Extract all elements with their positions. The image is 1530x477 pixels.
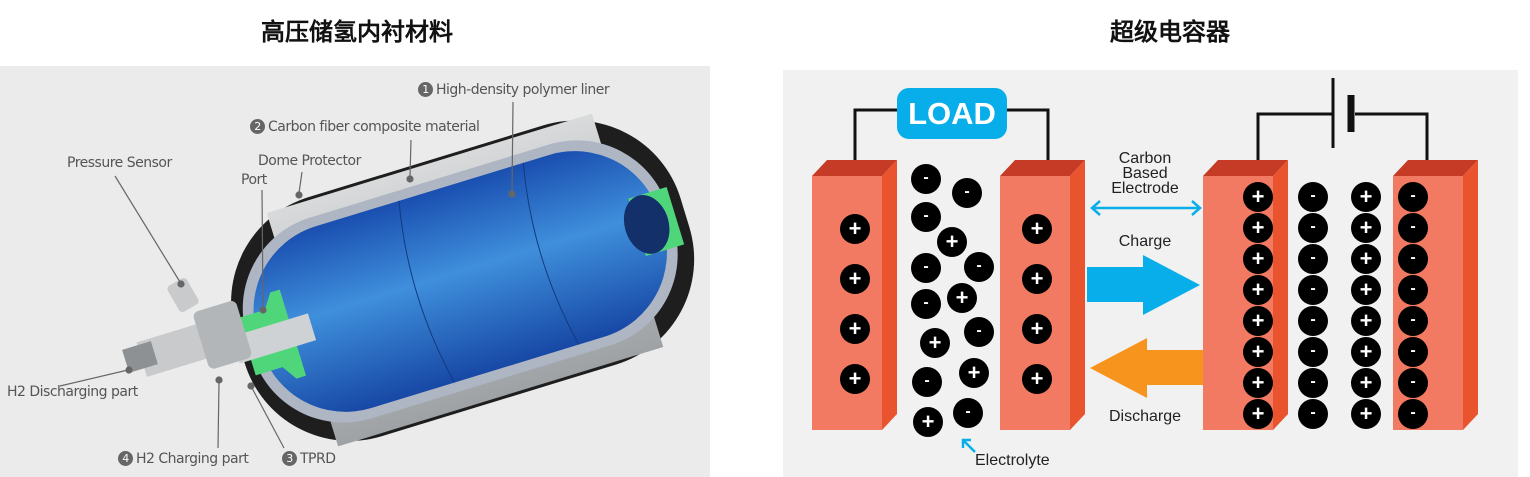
electrode-label-line: Electrode <box>1111 180 1179 197</box>
negative-ion: - <box>1298 399 1328 429</box>
negative-ion: - <box>912 367 942 397</box>
charge-arrow <box>1087 255 1200 315</box>
discharge-arrow <box>1090 338 1203 398</box>
positive-ion: + <box>1243 244 1273 274</box>
positive-ion: + <box>1351 244 1381 274</box>
number-badge: 2 <box>250 119 265 134</box>
left-title: 高压储氢内衬材料 <box>261 18 453 46</box>
negative-ion: - <box>1398 399 1428 429</box>
positive-ion: + <box>1022 214 1052 244</box>
negative-ion: - <box>964 317 994 347</box>
positive-ion: + <box>1243 275 1273 305</box>
negative-ion: - <box>964 252 994 282</box>
negative-ion: - <box>1398 275 1428 305</box>
positive-ion: + <box>1022 364 1052 394</box>
negative-ion: - <box>1398 368 1428 398</box>
label-text: H2 Charging part <box>136 451 249 467</box>
negative-ion: - <box>911 253 941 283</box>
negative-ion: - <box>1298 337 1328 367</box>
label-port: Port <box>241 172 267 188</box>
hydrogen-tank-illustration <box>59 101 695 449</box>
negative-ion: - <box>1398 337 1428 367</box>
charge-label: Charge <box>1118 233 1172 250</box>
positive-ion: + <box>1351 337 1381 367</box>
positive-ion: + <box>1351 182 1381 212</box>
positive-ion: + <box>840 264 870 294</box>
electrolyte-label: Electrolyte <box>975 452 1050 469</box>
negative-ion: - <box>1298 213 1328 243</box>
positive-ion: + <box>1351 275 1381 305</box>
positive-ion: + <box>1243 306 1273 336</box>
positive-ion: + <box>1351 213 1381 243</box>
negative-ion: - <box>1398 213 1428 243</box>
label-h2-discharging: H2 Discharging part <box>7 384 138 400</box>
number-badge: 1 <box>418 82 433 97</box>
positive-ion: + <box>1243 399 1273 429</box>
battery-wire-left <box>1256 112 1333 165</box>
label-dome-protector: Dome Protector <box>258 153 361 169</box>
negative-ion: - <box>1298 244 1328 274</box>
positive-ion: + <box>920 328 950 358</box>
load-wire-right <box>1007 108 1050 165</box>
number-badge: 4 <box>118 451 133 466</box>
label-text: Carbon fiber composite material <box>268 119 480 135</box>
electrode-label: Carbon Based Electrode <box>1095 150 1195 197</box>
positive-ion: + <box>1243 368 1273 398</box>
negative-ion: - <box>952 178 982 208</box>
positive-ion: + <box>1022 314 1052 344</box>
discharge-label: Discharge <box>1108 408 1182 425</box>
negative-ion: - <box>1398 182 1428 212</box>
negative-ion: - <box>1298 182 1328 212</box>
positive-ion: + <box>1243 182 1273 212</box>
label-text: TPRD <box>300 451 336 467</box>
electrode-label-line: Carbon <box>1118 150 1172 167</box>
negative-ion: - <box>1298 275 1328 305</box>
electrode-label-line: Based <box>1122 165 1168 182</box>
negative-ion: - <box>1298 368 1328 398</box>
battery-wire-right <box>1355 112 1429 165</box>
positive-ion: + <box>1022 264 1052 294</box>
positive-ion: + <box>1351 306 1381 336</box>
positive-ion: + <box>959 358 989 388</box>
number-badge: 3 <box>282 451 297 466</box>
leader-lines <box>59 101 516 449</box>
negative-ion: - <box>911 164 941 194</box>
positive-ion: + <box>913 407 943 437</box>
positive-ion: + <box>840 214 870 244</box>
positive-ion: + <box>937 227 967 257</box>
positive-ion: + <box>1351 399 1381 429</box>
electrolyte-pointer-arrow <box>961 438 976 453</box>
load-box: LOAD <box>897 88 1007 139</box>
load-wire-left <box>853 108 897 165</box>
negative-ion: - <box>1398 244 1428 274</box>
positive-ion: + <box>1243 337 1273 367</box>
double-arrow <box>1090 200 1202 216</box>
polymer-liner <box>253 151 667 412</box>
positive-ion: + <box>1243 213 1273 243</box>
positive-ion: + <box>840 364 870 394</box>
label-text: High-density polymer liner <box>436 82 610 98</box>
positive-ion: + <box>947 283 977 313</box>
valve-assembly <box>122 277 252 377</box>
right-title: 超级电容器 <box>1110 18 1230 46</box>
negative-ion: - <box>1298 306 1328 336</box>
positive-ion: + <box>840 314 870 344</box>
negative-ion: - <box>911 202 941 232</box>
label-pressure-sensor: Pressure Sensor <box>67 155 172 171</box>
positive-ion: + <box>1351 368 1381 398</box>
negative-ion: - <box>911 289 941 319</box>
negative-ion: - <box>953 398 983 428</box>
negative-ion: - <box>1398 306 1428 336</box>
